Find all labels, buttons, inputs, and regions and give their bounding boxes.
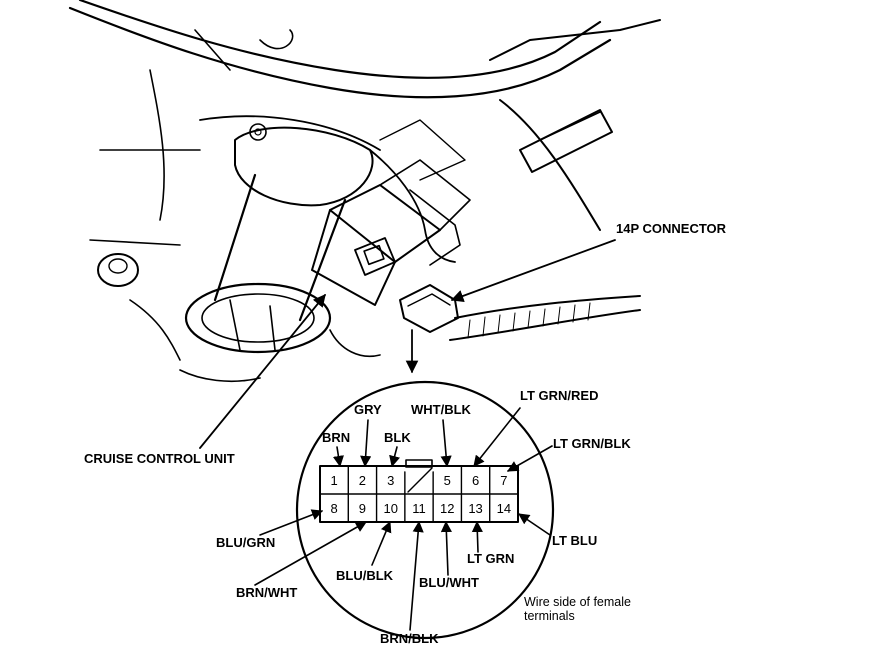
pin-number-13: 13	[468, 501, 482, 516]
wire-label-brn: BRN	[322, 430, 350, 445]
pin-number-9: 9	[359, 501, 366, 516]
wire-label-brn-wht: BRN/WHT	[236, 585, 297, 600]
wire-label-blu-grn: BLU/GRN	[216, 535, 275, 550]
wire-label-lt-blu: LT BLU	[552, 533, 597, 548]
wire-label-gry: GRY	[354, 402, 382, 417]
wire-label-blk: BLK	[384, 430, 411, 445]
wire-label-lt-grn-red: LT GRN/RED	[520, 388, 598, 403]
cruise-unit-pointer	[199, 294, 326, 449]
wire-label-wht-blk: WHT/BLK	[411, 402, 472, 417]
pin-number-5: 5	[444, 473, 451, 488]
pin-number-14: 14	[497, 501, 511, 516]
pin-number-6: 6	[472, 473, 479, 488]
pin-number-2: 2	[359, 473, 366, 488]
vehicle-illustration	[68, 0, 661, 383]
pin-number-1: 1	[331, 473, 338, 488]
pin-number-10: 10	[383, 501, 397, 516]
wire-label-blu-blk: BLU/BLK	[336, 568, 394, 583]
pin-number-12: 12	[440, 501, 454, 516]
pin-number-8: 8	[331, 501, 338, 516]
pin-number-7: 7	[500, 473, 507, 488]
wire-label-brn-blk: BRN/BLK	[380, 631, 439, 646]
connector-label: 14P CONNECTOR	[616, 221, 727, 236]
wire-label-blu-wht: BLU/WHT	[419, 575, 479, 590]
connector-pointer	[450, 239, 616, 302]
footnote-line1: Wire side of female	[524, 595, 631, 609]
wire-leaders	[254, 407, 553, 631]
pin-number-3: 3	[387, 473, 394, 488]
footnote-line2: terminals	[524, 609, 575, 623]
wire-label-lt-grn-blk: LT GRN/BLK	[553, 436, 631, 451]
connector-detail-circle	[295, 380, 555, 640]
pin-number-11: 11	[412, 501, 426, 516]
cruise-unit-label: CRUISE CONTROL UNIT	[84, 451, 235, 466]
wire-label-lt-grn: LT GRN	[467, 551, 514, 566]
